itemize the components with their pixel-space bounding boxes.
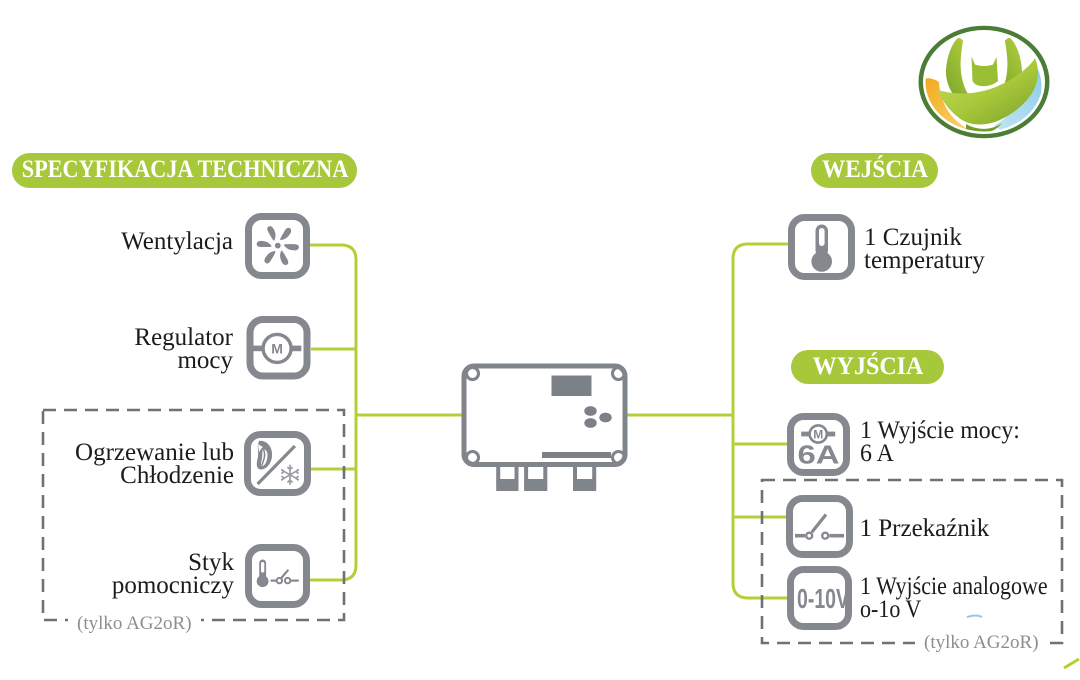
svg-text:M: M xyxy=(271,340,283,356)
svg-text:6A: 6A xyxy=(798,440,840,470)
svg-text:M: M xyxy=(813,427,823,441)
svg-text:0-10V: 0-10V xyxy=(797,583,849,614)
